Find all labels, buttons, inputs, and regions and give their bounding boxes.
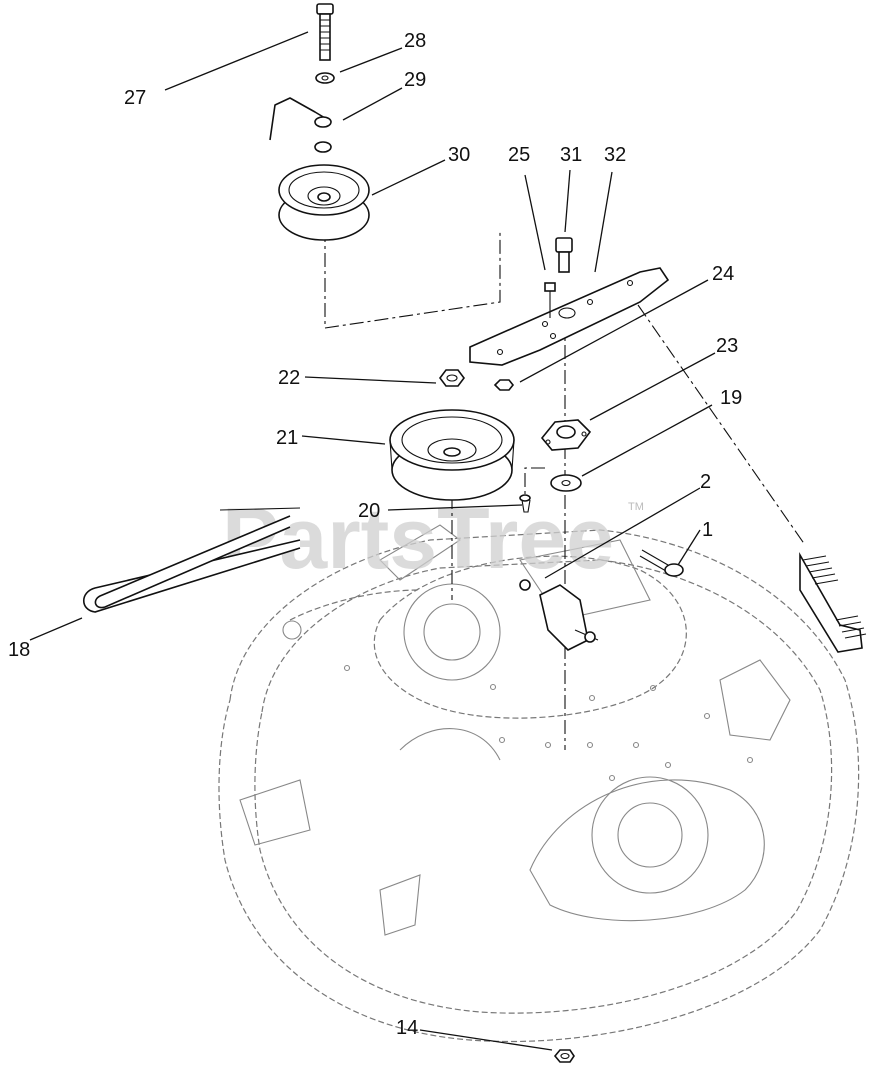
watermark-trademark: TM — [628, 501, 644, 513]
callout-24: 24 — [712, 263, 734, 285]
callout-18: 18 — [8, 639, 30, 661]
part-1-eyebolt — [639, 549, 684, 577]
callout-23: 23 — [716, 335, 738, 357]
watermark: PartsTree TM — [222, 491, 644, 587]
part-14-nut — [553, 1049, 575, 1063]
callout-30: 30 — [448, 144, 470, 166]
assembly-axes — [324, 228, 806, 750]
part-30-idler-pulley — [278, 164, 370, 241]
callout-31: 31 — [560, 144, 582, 166]
part-spacer-washer — [314, 141, 332, 153]
part-21-pulley — [389, 409, 515, 501]
leader-lines — [29, 31, 716, 1051]
part-29-bracket — [269, 97, 332, 141]
part-27-bolt — [316, 3, 334, 61]
part-31-shoulder-bolt — [555, 237, 573, 273]
callout-27: 27 — [124, 87, 146, 109]
part-20-screw — [519, 494, 531, 513]
callout-2: 2 — [700, 471, 711, 493]
mower-deck — [218, 524, 860, 1043]
part-25-small-bolt — [544, 282, 556, 318]
part-24-nut — [493, 379, 515, 391]
callout-32: 32 — [604, 144, 626, 166]
part-2-bracket — [519, 579, 599, 651]
part-23-pivot-bracket — [540, 419, 592, 451]
callout-19: 19 — [720, 387, 742, 409]
part-32-idler-arm — [469, 267, 670, 366]
callout-21: 21 — [276, 427, 298, 449]
callout-labels: 27 28 29 30 25 31 32 24 23 22 21 19 2 1 … — [8, 30, 742, 1039]
callout-1: 1 — [702, 519, 713, 541]
callout-29: 29 — [404, 69, 426, 91]
part-18-belt — [82, 507, 301, 613]
part-22-nut — [439, 369, 465, 387]
callout-28: 28 — [404, 30, 426, 52]
callout-22: 22 — [278, 367, 300, 389]
callout-20: 20 — [358, 500, 380, 522]
callout-25: 25 — [508, 144, 530, 166]
part-28-washer — [315, 72, 335, 84]
watermark-text: PartsTree — [222, 491, 614, 587]
spring — [799, 551, 867, 653]
part-19-washer — [550, 474, 582, 492]
callout-14: 14 — [396, 1017, 418, 1039]
